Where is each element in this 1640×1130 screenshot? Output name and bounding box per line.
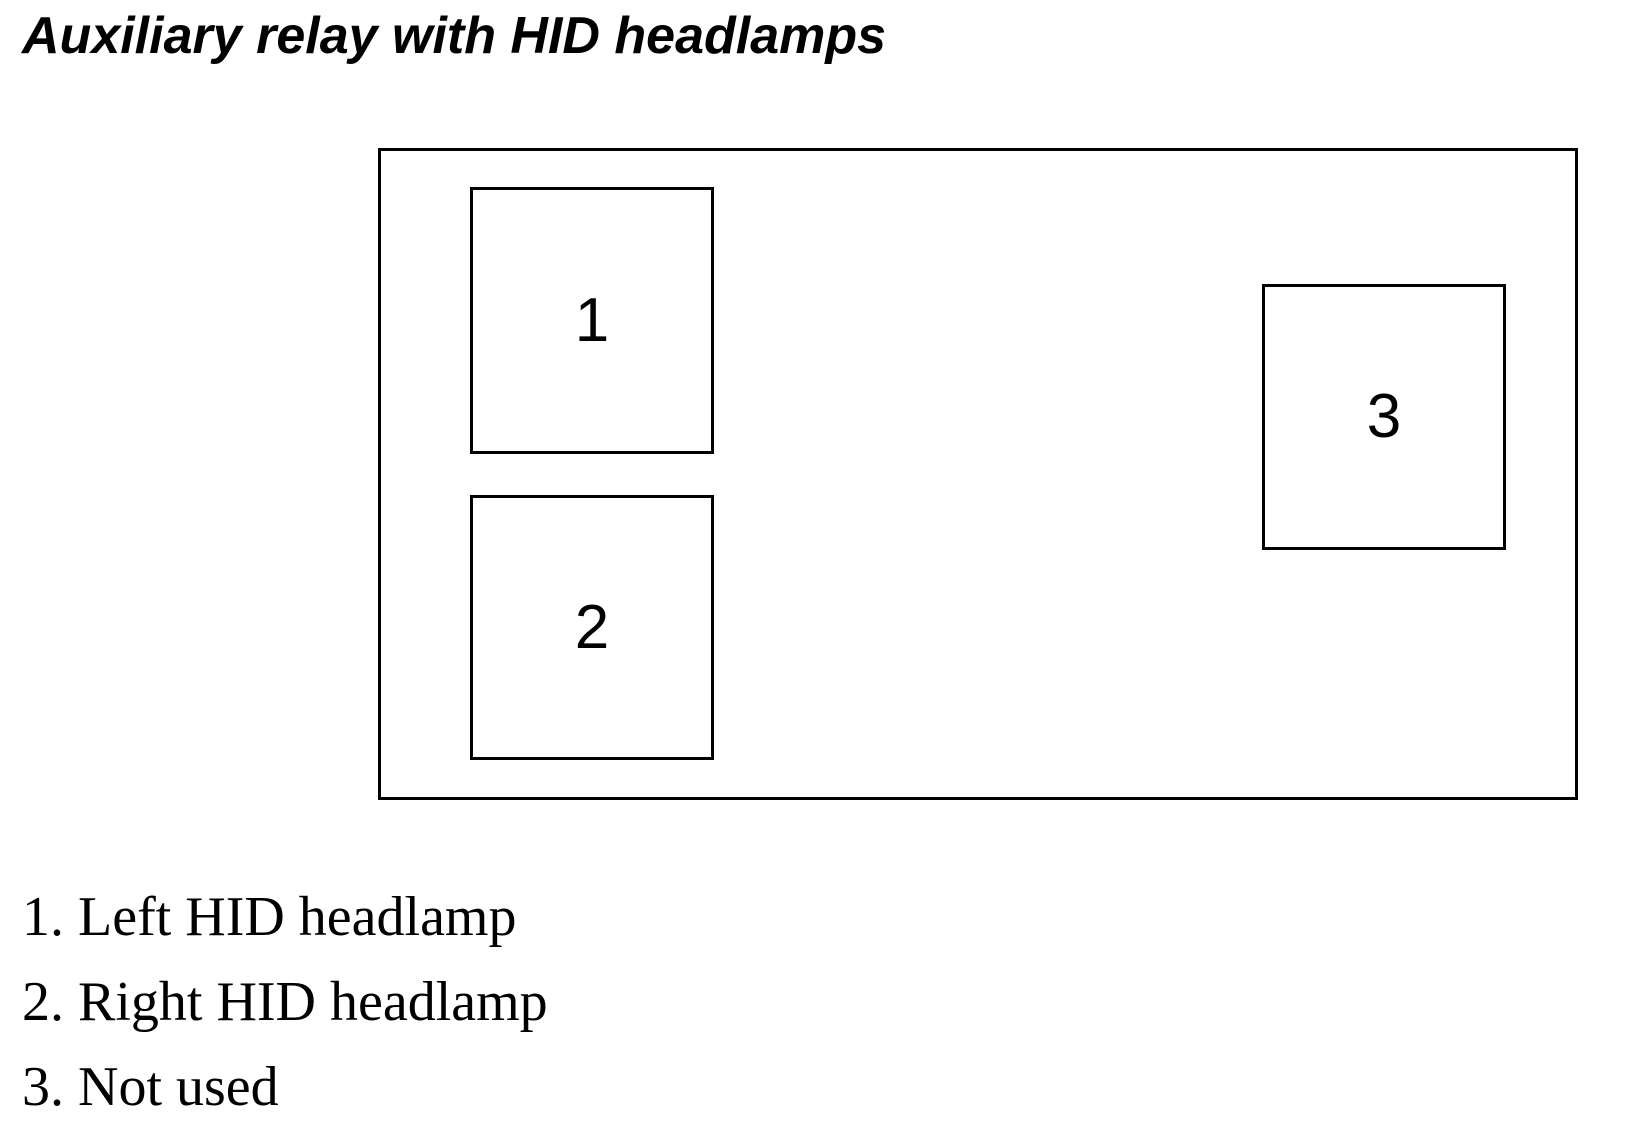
relay-2-number: 2 — [574, 592, 610, 662]
relay-box-housing — [378, 148, 1578, 800]
relay-3-number: 3 — [1366, 382, 1402, 451]
relay-3: 3 — [1262, 284, 1506, 550]
relay-legend: 1. Left HID headlamp 2. Right HID headla… — [22, 875, 548, 1130]
legend-item-1: 1. Left HID headlamp — [22, 886, 517, 948]
legend-item-2: 2. Right HID headlamp — [22, 971, 548, 1033]
diagram-title: Auxiliary relay with HID headlamps — [22, 7, 887, 65]
relay-1-number: 1 — [574, 285, 610, 355]
legend-item-3: 3. Not used — [22, 1056, 279, 1118]
relay-1: 1 — [470, 187, 714, 454]
relay-2: 2 — [470, 495, 714, 760]
